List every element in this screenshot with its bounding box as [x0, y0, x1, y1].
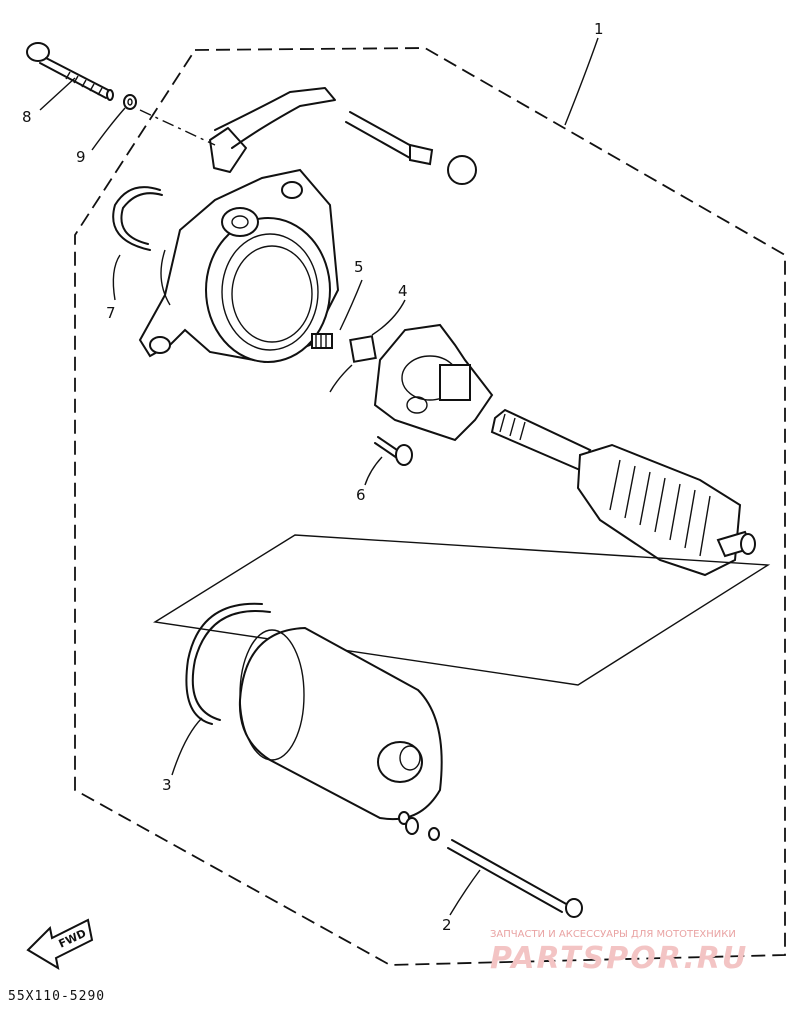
lead-wire: [209, 87, 477, 185]
bolt-2: [447, 839, 583, 918]
callout-5: 5: [354, 258, 364, 276]
callout-6: 6: [356, 486, 366, 504]
callout-7: 7: [106, 304, 116, 322]
callout-9: 9: [76, 148, 86, 166]
yoke: [238, 626, 443, 821]
assembly-boundary: [74, 47, 786, 966]
watermark-brand: PARTSPOR.RU: [490, 941, 748, 976]
brush-4: [329, 335, 377, 393]
callout-3: 3: [162, 776, 172, 794]
callout-1: 1: [594, 20, 604, 38]
callout-2: 2: [442, 916, 452, 934]
fwd-arrow-icon: FWD: [26, 918, 94, 971]
armature: [490, 408, 756, 577]
watermark-tagline: ЗАПЧАСТИ И АКСЕССУАРЫ ДЛЯ МОТОТЕХНИКИ: [490, 929, 736, 940]
o-ring-7: [112, 186, 163, 251]
yoke-plane: [153, 534, 771, 686]
screw-6: [374, 436, 413, 466]
bolt-8: [26, 42, 114, 101]
front-cover: [138, 168, 340, 364]
o-ring-3: [185, 602, 271, 725]
spring-5: [311, 333, 333, 349]
brush-holder-plate: [373, 323, 494, 442]
figure-number: 55X110-5290: [8, 989, 105, 1004]
washer-9: [123, 94, 137, 110]
callout-8: 8: [22, 108, 32, 126]
leader-lines: [39, 37, 599, 916]
washers-2: [398, 811, 440, 841]
callout-4: 4: [398, 282, 408, 300]
